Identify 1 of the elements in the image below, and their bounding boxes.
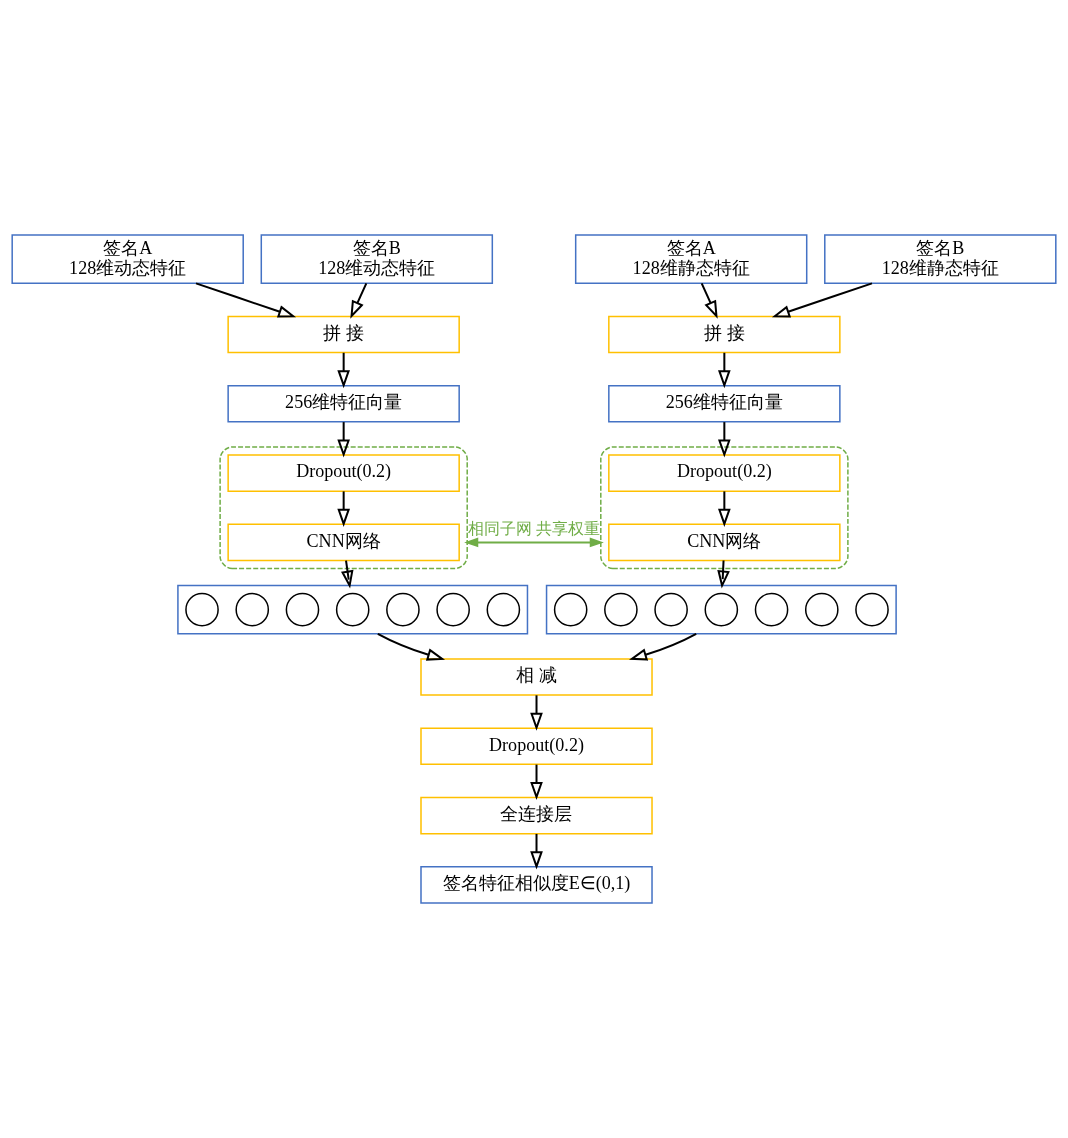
edge-label: 相同子网 共享权重 <box>467 520 601 538</box>
